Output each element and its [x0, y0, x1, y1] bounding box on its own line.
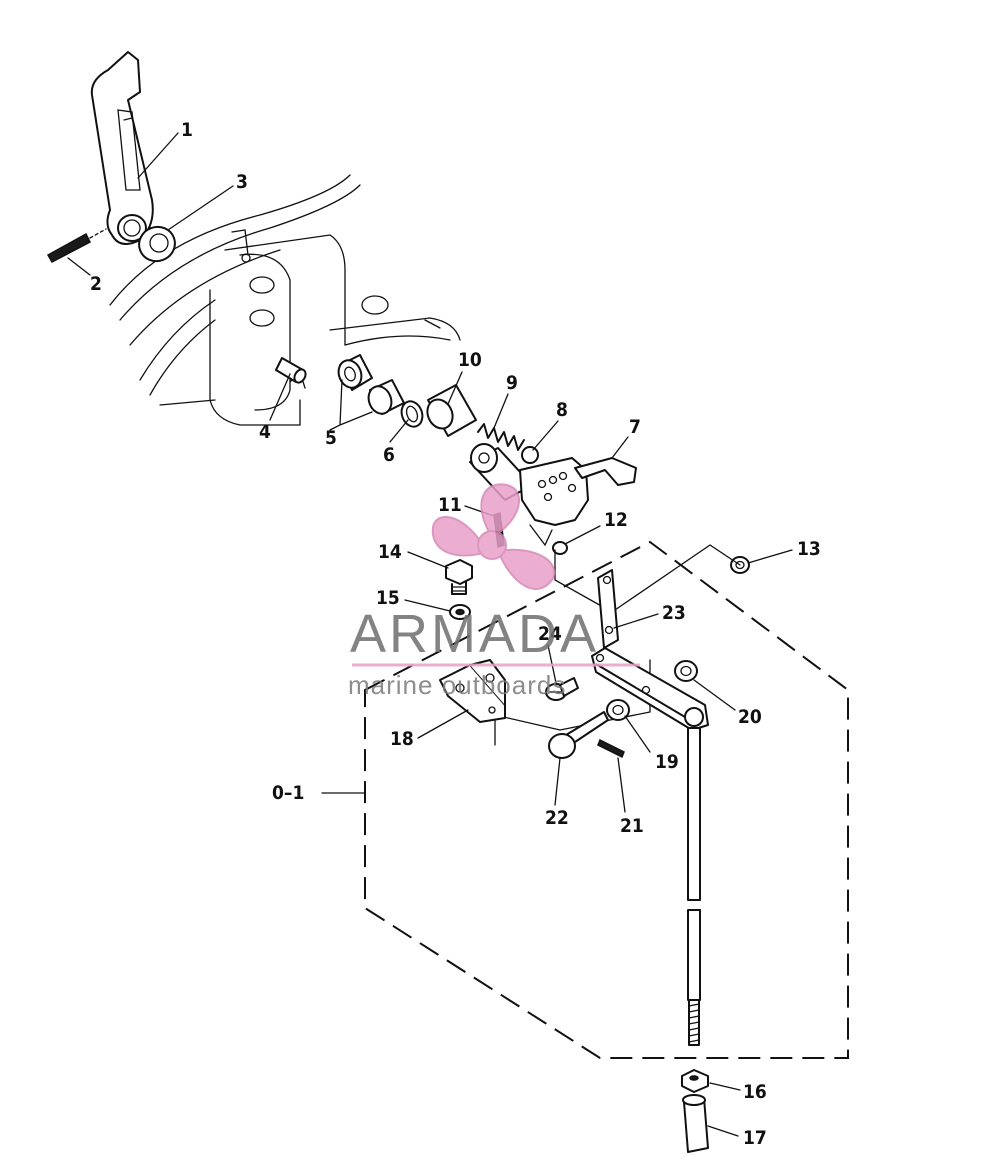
callout-5: 5 — [325, 427, 337, 449]
callout-labels: 1 2 3 4 5 6 7 8 9 10 11 12 13 14 15 16 1… — [90, 119, 821, 1149]
engine-housing — [109, 174, 461, 426]
callout-8: 8 — [556, 399, 568, 421]
sleeve — [426, 384, 477, 437]
mounting-bolt — [445, 559, 473, 595]
watermark-brand: ARMADA — [350, 604, 599, 664]
hex-nut — [681, 1069, 709, 1093]
link-arm — [597, 569, 619, 649]
link-washer — [674, 660, 698, 682]
watermark-tagline: marine outboards — [348, 670, 566, 700]
callout-17: 17 — [743, 1127, 767, 1149]
callout-4: 4 — [259, 421, 271, 443]
callout-11: 11 — [438, 494, 462, 516]
watermark: ARMADA marine outboards — [348, 483, 640, 700]
pin-washer — [606, 699, 630, 721]
callout-19: 19 — [655, 751, 679, 773]
callout-3: 3 — [236, 171, 248, 193]
callout-7: 7 — [629, 416, 641, 438]
throttle-shaft-bracket — [469, 443, 637, 547]
callout-13: 13 — [797, 538, 821, 560]
bracket-screw — [545, 677, 579, 701]
callout-16: 16 — [743, 1081, 767, 1103]
callout-20: 20 — [738, 706, 762, 728]
callout-23: 23 — [662, 602, 686, 624]
throttle-link-assembly — [591, 647, 709, 1046]
callout-22: 22 — [545, 807, 569, 829]
o-ring — [400, 400, 424, 428]
spring — [477, 423, 525, 451]
rod-coupling — [682, 1094, 709, 1153]
small-washer — [552, 541, 568, 555]
bushings — [337, 354, 405, 415]
detent-ball — [521, 446, 539, 464]
callout-0-1: 0–1 — [272, 782, 304, 804]
linkage-guide-lines — [494, 544, 741, 746]
propeller-icon — [431, 483, 555, 590]
callout-14: 14 — [378, 541, 402, 563]
pivot-pin — [275, 357, 307, 384]
cotter-pin — [597, 738, 625, 759]
callout-18: 18 — [390, 728, 414, 750]
kit-outline — [364, 540, 849, 1059]
callout-21: 21 — [620, 815, 644, 837]
lock-washer — [449, 604, 471, 620]
callout-6: 6 — [383, 444, 395, 466]
lever-washer — [138, 225, 176, 263]
callout-10: 10 — [458, 349, 482, 371]
clevis-pin — [548, 711, 609, 759]
callout-2: 2 — [90, 273, 102, 295]
lever-pin — [46, 228, 107, 264]
callout-9: 9 — [506, 372, 518, 394]
callout-1: 1 — [181, 119, 193, 141]
callout-15: 15 — [376, 587, 400, 609]
callout-24: 24 — [538, 623, 562, 645]
throttle-lever — [90, 51, 154, 245]
callout-12: 12 — [604, 509, 628, 531]
